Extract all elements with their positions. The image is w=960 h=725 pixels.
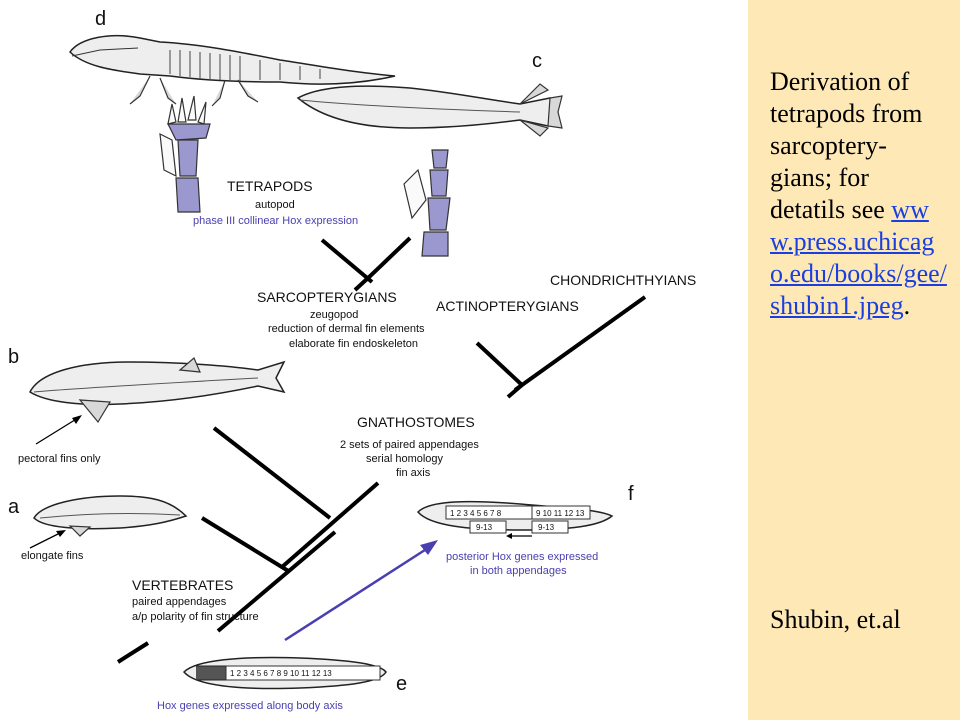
shubin-link[interactable]: www.press.uchicago.edu/books/gee/shubin1…	[770, 195, 947, 320]
actinopterygians-title: ACTINOPTERYGIANS	[436, 298, 579, 314]
sarco-endoskeleton: elaborate fin endoskeleton	[289, 338, 418, 350]
chondrich-branch	[513, 295, 647, 392]
caption-sidebar: Derivation of tetrapods from sarcoptery-…	[748, 0, 960, 720]
gnatho-axis: fin axis	[396, 467, 431, 479]
tetrapods-title: TETRAPODS	[227, 178, 313, 194]
sarco-zeugopod: zeugopod	[310, 309, 358, 321]
evolution-arrow	[284, 540, 438, 642]
axis-embryo-illustration	[182, 656, 387, 690]
vert-paired: paired appendages	[132, 596, 227, 608]
posterior-caption-1: posterior Hox genes expressed	[446, 551, 598, 563]
lobe-fin-illustration	[403, 149, 451, 257]
label-e: e	[396, 673, 407, 695]
label-f: f	[628, 483, 634, 505]
vertebrates-title: VERTEBRATES	[132, 577, 233, 593]
vertebrate-root	[116, 641, 150, 664]
label-b: b	[8, 346, 19, 368]
b-branch	[212, 426, 332, 520]
phylogeny-diagram: d c b a f e TETRAPODS autopod phase III …	[8, 8, 696, 712]
gnatho-stem	[506, 383, 524, 399]
tetrapod-branch	[320, 238, 374, 284]
derivation-text: Derivation of tetrapods from sarcoptery-…	[770, 66, 948, 322]
tetrapods-hox: phase III collinear Hox expression	[193, 215, 358, 227]
sarco-stem	[353, 276, 370, 292]
tetrapod-limb-illustration	[159, 95, 211, 213]
author-credit: Shubin, et.al	[770, 605, 901, 634]
pectoral-caption: pectoral fins only	[18, 453, 101, 465]
elongate-caption: elongate fins	[21, 550, 84, 562]
vert-polarity: a/p polarity of fin structure	[132, 611, 259, 623]
pectoral-pointer	[35, 415, 82, 445]
f-genes-left: 1 2 3 4 5 6 7 8	[450, 509, 502, 518]
label-d: d	[95, 8, 106, 30]
tetrapod-skeleton-illustration	[69, 34, 396, 107]
gnatho-paired: 2 sets of paired appendages	[340, 439, 479, 451]
e-genes: 1 2 3 4 5 6 7 8 9 10 11 12 13	[230, 669, 332, 678]
chondrichthyians-title: CHONDRICHTHYIANS	[550, 272, 696, 288]
f-genes-right: 9 10 11 12 13	[536, 509, 585, 518]
f-sub-right: 9-13	[538, 523, 555, 532]
lobe-finned-fish-illustration	[296, 83, 563, 137]
elongate-fish-illustration	[33, 495, 188, 537]
actino-branch	[475, 341, 524, 387]
gnatho-join	[280, 481, 380, 569]
derivation-body: Derivation of tetrapods from sarcoptery-…	[770, 67, 923, 224]
a-branch	[200, 516, 292, 574]
sarco-c-branch	[364, 236, 412, 282]
gnathostomes-title: GNATHOSTOMES	[357, 414, 475, 430]
pectoral-fish-illustration	[29, 357, 286, 424]
hox-axis-caption: Hox genes expressed along body axis	[157, 700, 343, 712]
tree-lines	[116, 236, 647, 664]
sarcopterygians-title: SARCOPTERYGIANS	[257, 289, 397, 305]
tetrapods-autopod: autopod	[255, 199, 295, 211]
vertebrate-stem	[216, 530, 337, 633]
f-sub-left: 9-13	[476, 523, 493, 532]
posterior-caption-2: in both appendages	[470, 565, 567, 577]
fin-embryo-illustration	[416, 500, 614, 539]
figure-panel: d c b a f e TETRAPODS autopod phase III …	[8, 8, 697, 712]
label-c: c	[532, 50, 542, 72]
sarco-dermal: reduction of dermal fin elements	[268, 323, 425, 335]
derivation-period: .	[903, 291, 911, 320]
elongate-pointer	[29, 530, 66, 549]
label-a: a	[8, 496, 20, 518]
gnatho-serial: serial homology	[366, 453, 444, 465]
